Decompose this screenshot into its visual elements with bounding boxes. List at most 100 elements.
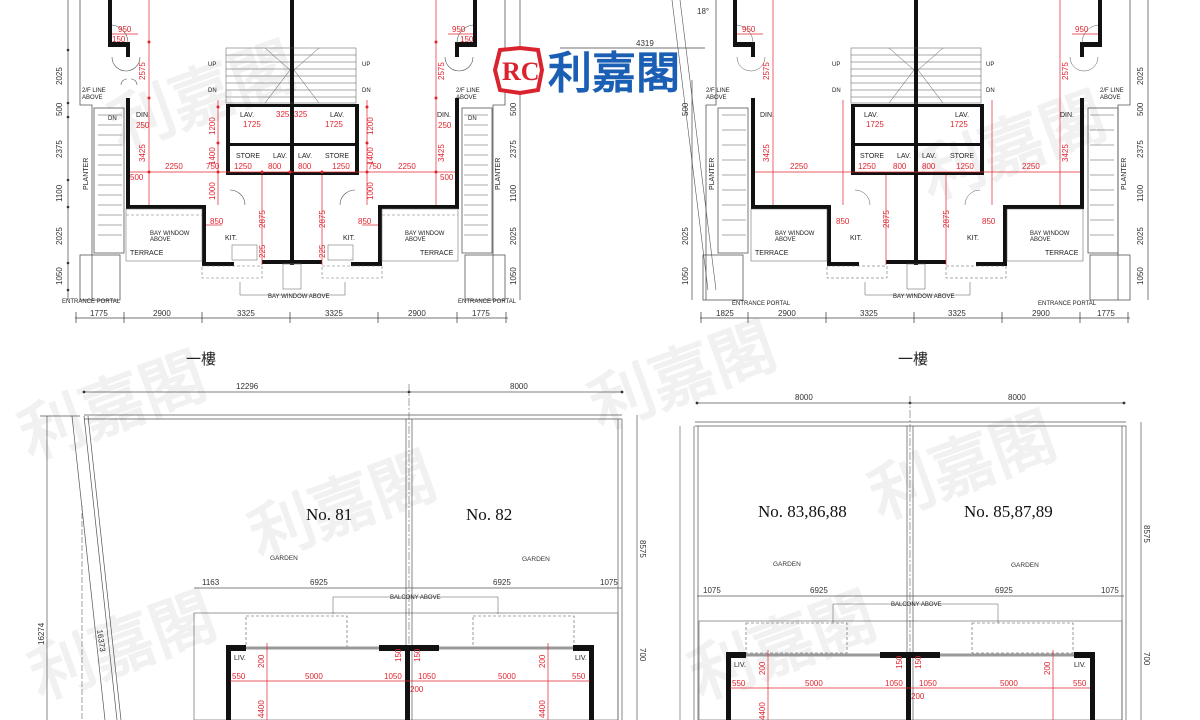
- svg-text:2025: 2025: [509, 227, 518, 245]
- svg-text:2875: 2875: [942, 210, 951, 228]
- svg-text:1075: 1075: [703, 586, 721, 595]
- svg-text:1100: 1100: [55, 184, 64, 202]
- svg-text:325: 325: [276, 110, 290, 119]
- svg-text:150: 150: [914, 655, 923, 669]
- svg-text:850: 850: [982, 217, 996, 226]
- svg-text:5000: 5000: [805, 679, 823, 688]
- svg-text:2/F LINE: 2/F LINE: [456, 88, 480, 94]
- svg-text:ENTRANCE PORTAL: ENTRANCE PORTAL: [458, 299, 517, 305]
- svg-text:950: 950: [1075, 25, 1089, 34]
- svg-text:1100: 1100: [509, 184, 518, 202]
- svg-text:2375: 2375: [1136, 140, 1145, 158]
- svg-text:3425: 3425: [762, 144, 771, 162]
- svg-text:5000: 5000: [305, 672, 323, 681]
- svg-text:1200: 1200: [366, 117, 375, 135]
- svg-text:1075: 1075: [1101, 586, 1119, 595]
- svg-text:ABOVE: ABOVE: [775, 237, 796, 243]
- svg-text:DN: DN: [986, 88, 995, 94]
- svg-text:950: 950: [118, 25, 132, 34]
- svg-text:DN: DN: [108, 116, 117, 122]
- svg-text:KIT.: KIT.: [850, 235, 862, 242]
- svg-text:LAV.: LAV.: [864, 112, 878, 119]
- svg-text:TERRACE: TERRACE: [420, 250, 454, 257]
- svg-text:TERRACE: TERRACE: [130, 250, 164, 257]
- svg-text:1400: 1400: [208, 147, 217, 165]
- svg-text:8000: 8000: [795, 393, 813, 402]
- svg-text:STORE: STORE: [325, 153, 349, 160]
- svg-text:6925: 6925: [493, 578, 511, 587]
- svg-text:150: 150: [112, 35, 126, 44]
- svg-text:1050: 1050: [418, 672, 436, 681]
- svg-text:1775: 1775: [90, 309, 108, 318]
- svg-text:3325: 3325: [860, 309, 878, 318]
- svg-text:1725: 1725: [950, 120, 968, 129]
- svg-text:DIN.: DIN.: [760, 112, 774, 119]
- svg-text:6925: 6925: [810, 586, 828, 595]
- svg-text:200: 200: [911, 692, 925, 701]
- svg-text:UP: UP: [986, 62, 994, 68]
- svg-text:500: 500: [1136, 102, 1145, 116]
- svg-text:550: 550: [1073, 679, 1087, 688]
- svg-text:1725: 1725: [325, 120, 343, 129]
- svg-text:1163: 1163: [202, 578, 220, 587]
- svg-text:2025: 2025: [55, 67, 64, 85]
- svg-text:3425: 3425: [1061, 144, 1070, 162]
- svg-text:850: 850: [358, 217, 372, 226]
- svg-text:550: 550: [232, 672, 246, 681]
- watermark-layer: 利嘉閣 利嘉閣 利嘉閣 利嘉閣 利嘉閣 利嘉閣 利嘉閣 利嘉閣: [10, 29, 1116, 715]
- svg-text:16274: 16274: [37, 622, 46, 645]
- svg-text:2375: 2375: [55, 140, 64, 158]
- svg-text:ABOVE: ABOVE: [1100, 95, 1121, 101]
- plan-bottom-right: 8000 8000 8575 700 No. 83,86,88 No. 85,8…: [679, 393, 1151, 720]
- svg-text:2900: 2900: [778, 309, 796, 318]
- svg-text:150: 150: [895, 655, 904, 669]
- svg-text:LAV.: LAV.: [298, 153, 312, 160]
- svg-text:150: 150: [394, 648, 403, 662]
- svg-text:500: 500: [130, 173, 144, 182]
- svg-text:BALCONY ABOVE: BALCONY ABOVE: [891, 602, 942, 608]
- floor-label-top-right: 一樓: [898, 350, 928, 368]
- svg-text:4400: 4400: [758, 702, 767, 720]
- svg-text:DN: DN: [832, 88, 841, 94]
- svg-text:550: 550: [732, 679, 746, 688]
- svg-text:LAV.: LAV.: [955, 112, 969, 119]
- svg-text:1250: 1250: [858, 162, 876, 171]
- svg-text:2025: 2025: [55, 227, 64, 245]
- svg-text:2575: 2575: [437, 62, 446, 80]
- svg-text:1200: 1200: [208, 117, 217, 135]
- svg-text:18°: 18°: [697, 7, 709, 16]
- svg-text:6925: 6925: [995, 586, 1013, 595]
- svg-text:4319: 4319: [636, 39, 654, 48]
- svg-text:TERRACE: TERRACE: [755, 250, 789, 257]
- svg-text:LAV.: LAV.: [240, 112, 254, 119]
- svg-text:UP: UP: [362, 62, 370, 68]
- svg-text:3425: 3425: [437, 144, 446, 162]
- svg-text:200: 200: [257, 654, 266, 668]
- svg-text:700: 700: [1142, 652, 1151, 666]
- svg-text:2250: 2250: [398, 162, 416, 171]
- svg-text:3325: 3325: [237, 309, 255, 318]
- svg-text:1250: 1250: [956, 162, 974, 171]
- svg-text:16373: 16373: [95, 629, 107, 653]
- svg-text:1725: 1725: [866, 120, 884, 129]
- svg-text:200: 200: [538, 654, 547, 668]
- svg-text:8575: 8575: [638, 540, 647, 558]
- svg-text:6925: 6925: [310, 578, 328, 587]
- svg-text:2575: 2575: [762, 62, 771, 80]
- svg-text:GARDEN: GARDEN: [1011, 562, 1039, 569]
- svg-text:利嘉閣: 利嘉閣: [20, 579, 226, 715]
- svg-text:1050: 1050: [55, 267, 64, 285]
- svg-text:8000: 8000: [510, 382, 528, 391]
- svg-text:200: 200: [410, 685, 424, 694]
- svg-text:1050: 1050: [384, 672, 402, 681]
- svg-text:LAV.: LAV.: [330, 112, 344, 119]
- svg-text:UP: UP: [832, 62, 840, 68]
- svg-text:PLANTER: PLANTER: [1121, 158, 1128, 190]
- svg-text:1050: 1050: [885, 679, 903, 688]
- logo-name: 利嘉閣: [548, 48, 680, 99]
- svg-text:LAV.: LAV.: [273, 153, 287, 160]
- svg-text:2250: 2250: [790, 162, 808, 171]
- svg-text:4400: 4400: [257, 700, 266, 718]
- svg-text:150: 150: [460, 35, 474, 44]
- svg-text:DIN.: DIN.: [437, 112, 451, 119]
